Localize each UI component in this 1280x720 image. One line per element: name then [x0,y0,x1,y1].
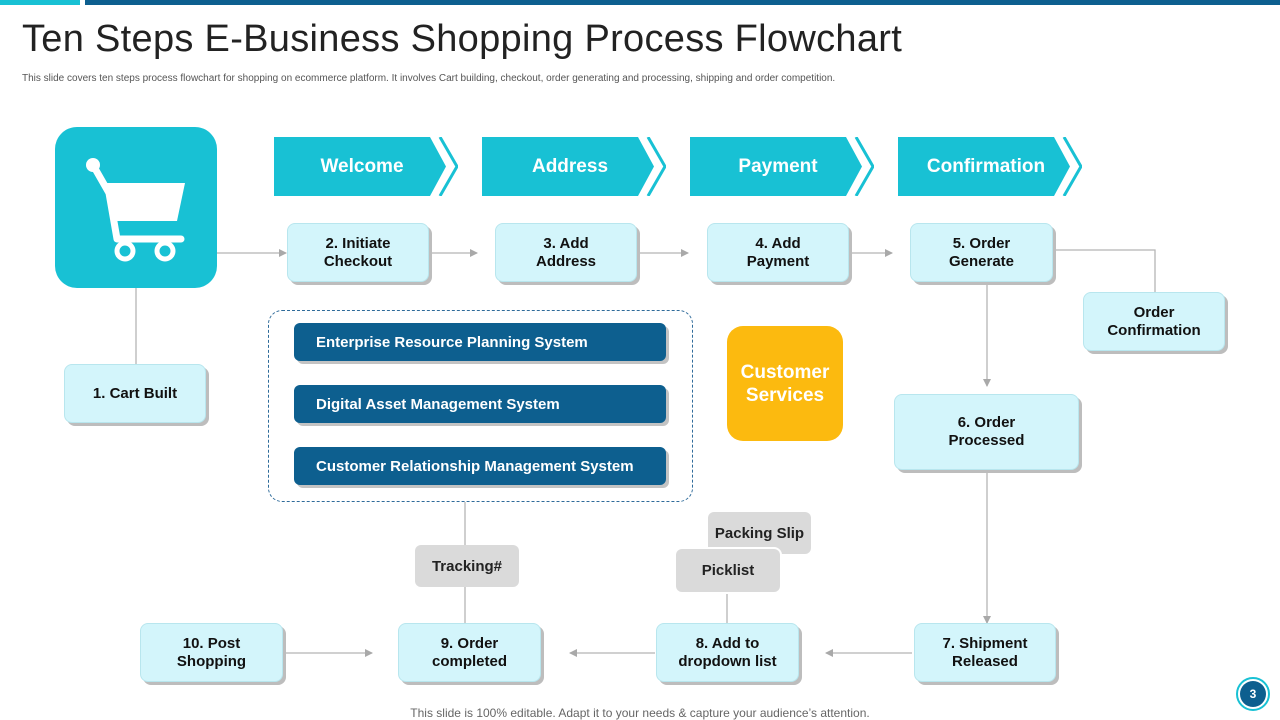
doc-packing-slip: Packing Slip [708,512,811,554]
stage-label: Payment [738,155,818,177]
system-dam: Digital Asset Management System [294,385,666,423]
stage-confirmation: Confirmation [898,137,1082,196]
step-order-completed: 9. Order completed [398,623,541,682]
chevron-shape [274,137,458,196]
step-order-processed: 6. Order Processed [894,394,1079,470]
footer-note: This slide is 100% editable. Adapt it to… [410,706,870,720]
customer-services-box: Customer Services [727,326,843,441]
shopping-cart-icon [86,157,185,261]
step-cart-built: 1. Cart Built [64,364,206,423]
page-number: 3 [1240,681,1266,707]
top-bar [85,0,1280,5]
top-accent-bar [0,0,80,5]
doc-picklist: Picklist [676,549,780,592]
step-add-payment: 4. Add Payment [707,223,849,282]
page-subtitle: This slide covers ten steps process flow… [22,73,836,84]
stage-payment: Payment [690,137,874,196]
stage-welcome: Welcome [274,137,458,196]
system-crm: Customer Relationship Management System [294,447,666,485]
step-add-to-dropdown: 8. Add to dropdown list [656,623,799,682]
step-order-confirmation: Order Confirmation [1083,292,1225,351]
step-initiate-checkout: 2. Initiate Checkout [287,223,429,282]
stage-label: Confirmation [926,155,1046,177]
page-title: Ten Steps E-Business Shopping Process Fl… [22,18,903,60]
doc-tracking: Tracking# [415,545,519,587]
step-post-shopping: 10. Post Shopping [140,623,283,682]
systems-panel [268,310,693,502]
step-shipment-released: 7. Shipment Released [914,623,1056,682]
stage-address: Address [482,137,666,196]
chevron-shape [690,137,874,196]
system-erp: Enterprise Resource Planning System [294,323,666,361]
stage-label: Address [531,155,609,177]
chevron-shape [898,137,1082,196]
step-add-address: 3. Add Address [495,223,637,282]
page-number-badge: 3 [1236,677,1270,711]
stage-label: Welcome [320,155,404,177]
step-order-generate: 5. Order Generate [910,223,1053,282]
chevron-shape [482,137,666,196]
connector-generate-to-confirmation [1053,249,1156,292]
cart-tile [55,127,217,288]
